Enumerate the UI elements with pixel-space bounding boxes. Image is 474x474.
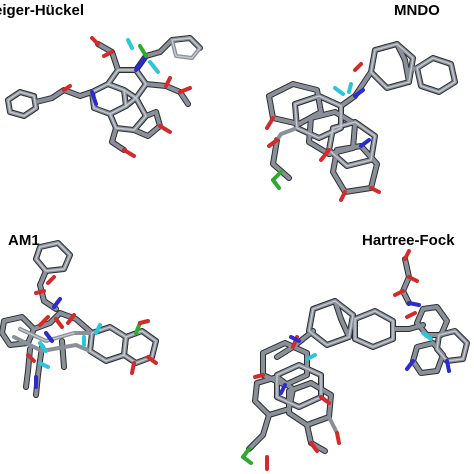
method-label-hartree-fock: Hartree-Fock	[362, 232, 455, 249]
method-label-am1: AM1	[8, 232, 40, 249]
molecule-hartree-fock	[241, 249, 470, 471]
method-label-mndo: MNDO	[394, 2, 440, 19]
panel-am1: AM1	[0, 232, 237, 474]
panel-mndo: MNDO	[237, 0, 474, 237]
method-label-huckel: eiger-Hückel	[0, 2, 85, 19]
molecule-mndo	[265, 41, 458, 202]
molecule-am1	[0, 240, 159, 398]
panel-huckel: eiger-Hückel	[0, 0, 237, 237]
molecule-huckel	[5, 35, 203, 158]
panel-hartree-fock: Hartree-Fock	[237, 232, 474, 474]
